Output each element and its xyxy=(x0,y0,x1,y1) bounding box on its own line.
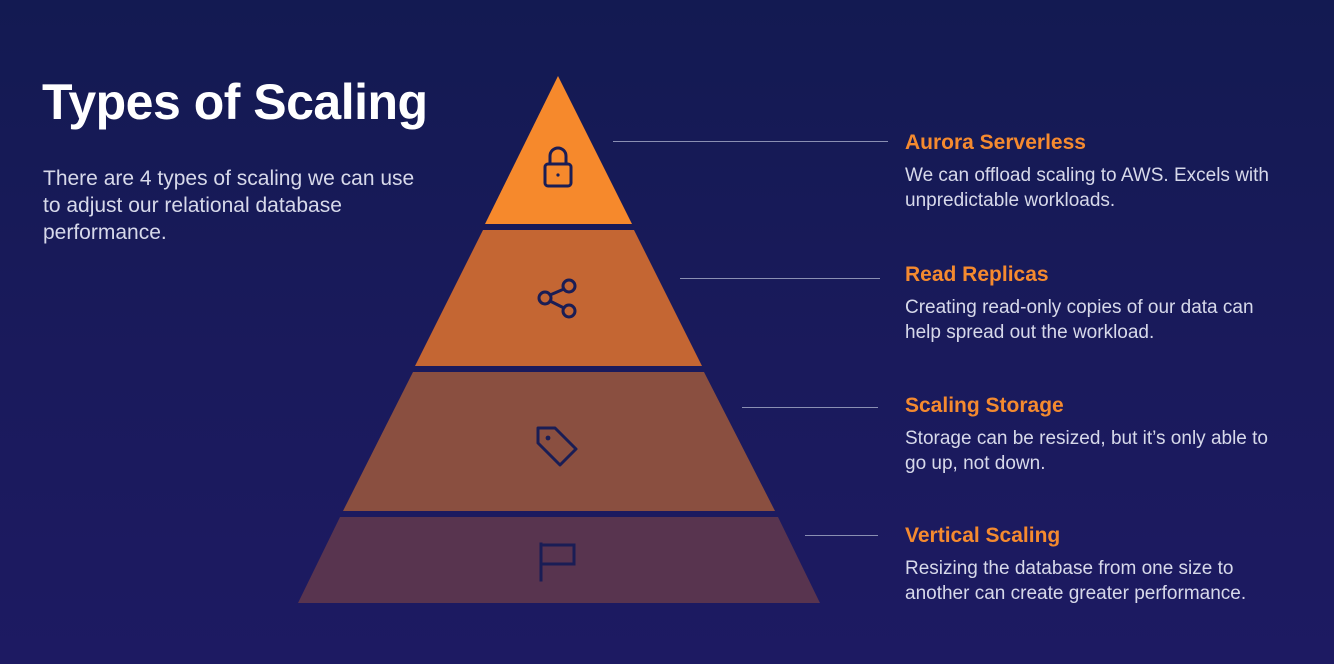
tier-heading: Aurora Serverless xyxy=(905,131,1086,154)
pyramid-tier-vertical-scaling xyxy=(298,517,820,603)
slide-title: Types of Scaling xyxy=(42,74,428,130)
slide-intro: There are 4 types of scaling we can use … xyxy=(43,167,415,244)
tier-item-scaling-storage: Scaling Storage Storage can be resized, … xyxy=(905,393,1275,476)
tier-item-aurora-serverless: Aurora Serverless We can offload scaling… xyxy=(905,130,1305,213)
tier-description: We can offload scaling to AWS. Excels wi… xyxy=(905,165,1269,211)
tier-description: Storage can be resized, but it’s only ab… xyxy=(905,428,1268,474)
lock-icon xyxy=(543,146,573,188)
tier-item-vertical-scaling: Vertical Scaling Resizing the database f… xyxy=(905,523,1275,606)
flag-icon xyxy=(539,542,576,582)
connector-line xyxy=(805,535,878,536)
tier-heading: Vertical Scaling xyxy=(905,524,1061,547)
tag-icon xyxy=(536,426,578,467)
connector-line xyxy=(613,141,888,142)
pyramid-tier-read-replicas xyxy=(415,230,702,366)
connector-line xyxy=(680,278,880,279)
share-icon xyxy=(537,278,577,319)
tier-heading: Scaling Storage xyxy=(905,394,1064,417)
tier-description: Resizing the database from one size to a… xyxy=(905,558,1247,604)
tier-description: Creating read-only copies of our data ca… xyxy=(905,297,1254,343)
tier-heading: Read Replicas xyxy=(905,263,1049,286)
pyramid-tier-scaling-storage xyxy=(343,372,775,511)
connector-line xyxy=(742,407,878,408)
tier-item-read-replicas: Read Replicas Creating read-only copies … xyxy=(905,262,1255,345)
pyramid-tier-aurora-serverless xyxy=(485,76,632,224)
